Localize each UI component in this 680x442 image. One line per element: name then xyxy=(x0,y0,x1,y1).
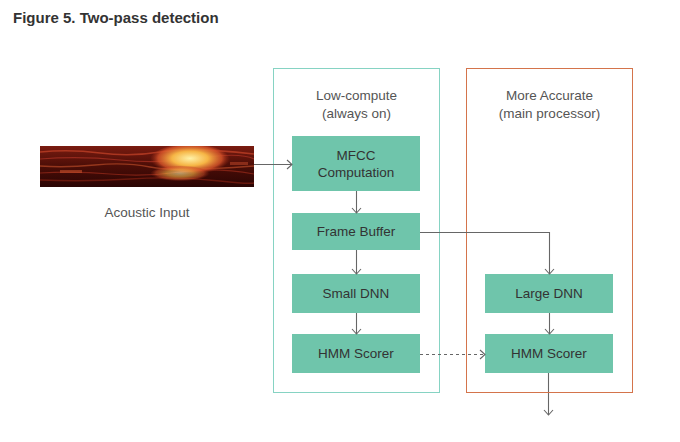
spectrogram-image xyxy=(40,146,254,187)
connector-line xyxy=(420,354,485,355)
process-box: Frame Buffer xyxy=(292,213,420,250)
group-heading: Low-compute (always on) xyxy=(298,87,416,123)
figure-title: Figure 5. Two-pass detection xyxy=(13,9,219,26)
process-box: Small DNN xyxy=(292,274,420,313)
group-heading: More Accurate (main processor) xyxy=(491,87,609,123)
process-box: Large DNN xyxy=(485,274,613,313)
box-label: Frame Buffer xyxy=(317,223,396,240)
stage-group: Low-compute (always on) MFCC ComputationF… xyxy=(273,68,440,393)
connector xyxy=(352,250,361,274)
box-label: HMM Scorer xyxy=(318,345,394,362)
input-source: Acoustic Input xyxy=(40,146,254,187)
box-label: MFCC Computation xyxy=(310,147,402,181)
input-label: Acoustic Input xyxy=(10,205,284,220)
connector-line xyxy=(356,313,357,334)
box-label: Large DNN xyxy=(515,285,583,302)
connector-line xyxy=(549,313,550,334)
dashed-connector xyxy=(420,350,485,359)
connector xyxy=(352,191,361,213)
connector xyxy=(352,313,361,334)
process-box: HMM Scorer xyxy=(485,334,613,373)
connector xyxy=(420,233,554,275)
connector-line xyxy=(356,191,357,213)
stage-group: More Accurate (main processor) Large DNN H… xyxy=(466,68,633,393)
box-label: HMM Scorer xyxy=(511,345,587,362)
process-box: MFCC Computation xyxy=(292,136,420,191)
connector-line xyxy=(356,250,357,274)
box-label: Small DNN xyxy=(323,285,390,302)
connector xyxy=(545,313,554,334)
process-box: HMM Scorer xyxy=(292,334,420,373)
